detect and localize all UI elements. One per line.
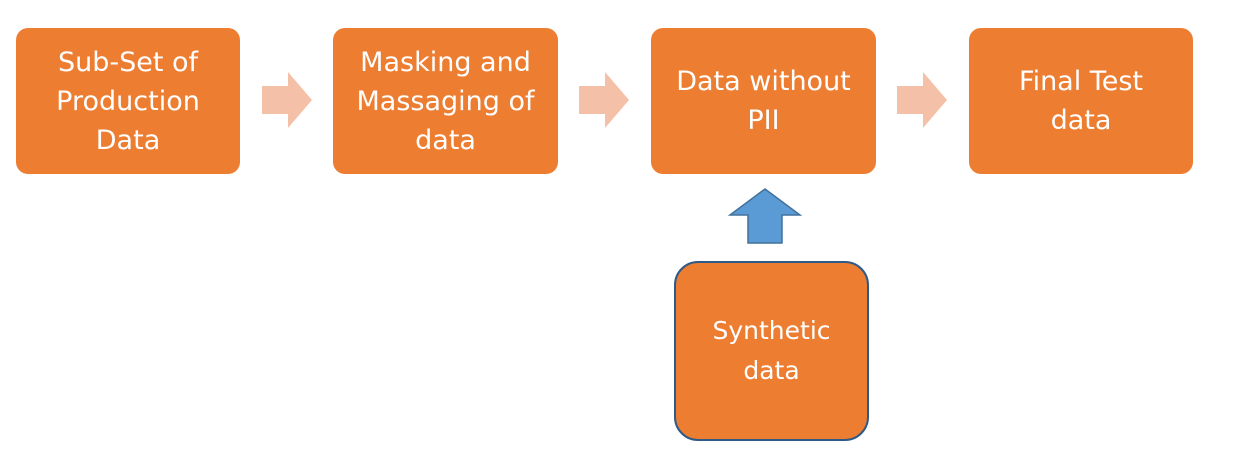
step-final-test-data: Final Test data	[969, 28, 1193, 174]
up-arrow-shape	[727, 188, 803, 244]
step-data-without-pii-label: Data without PII	[676, 66, 851, 136]
flow-arrow-2	[579, 72, 629, 128]
flow-arrow-1	[262, 72, 312, 128]
step-final-test-data-label: Final Test data	[1019, 66, 1143, 136]
step-masking-massaging-label: Masking and Massaging of data	[356, 46, 535, 156]
flow-arrow-2-shape	[579, 72, 629, 128]
up-arrow	[727, 188, 803, 244]
step-subset-production-data-label: Sub-Set of Production Data	[56, 46, 200, 156]
source-synthetic-data-label: Synthetic data	[712, 316, 831, 385]
step-subset-production-data: Sub-Set of Production Data	[16, 28, 240, 174]
source-synthetic-data: Synthetic data	[674, 261, 869, 441]
flow-arrow-1-shape	[262, 72, 312, 128]
flow-arrow-3	[897, 72, 947, 128]
flow-arrow-3-shape	[897, 72, 947, 128]
step-masking-massaging: Masking and Massaging of data	[333, 28, 558, 174]
step-data-without-pii: Data without PII	[651, 28, 876, 174]
